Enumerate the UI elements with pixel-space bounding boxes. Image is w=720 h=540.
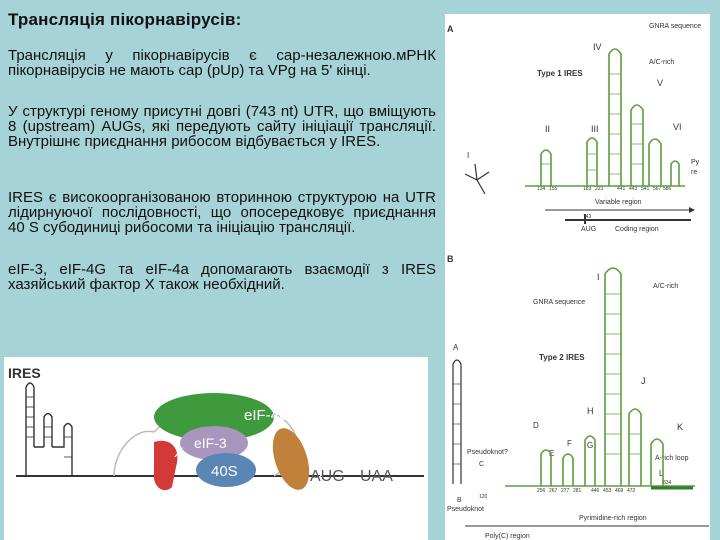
domain-b-j: J — [641, 376, 646, 386]
domain-b-a: A — [453, 343, 459, 352]
domain-b-d: D — [533, 421, 539, 430]
a-rich-loop-label: A-rich loop — [655, 455, 689, 462]
polyc-region-label: Poly(C) region — [485, 533, 530, 540]
num-b-277: 277 — [561, 488, 570, 494]
domain-b-f: F — [567, 439, 572, 448]
eif3-label: eIF-3 — [194, 435, 227, 451]
gnra-label-b: GNRA sequence — [533, 299, 585, 306]
num-b-472: 472 — [627, 488, 636, 494]
domain-b-c: C — [479, 461, 484, 468]
paragraph-initiation-factors: eIF-3, eIF-4G та eIF-4a допомагають взає… — [8, 262, 436, 292]
paragraph-cap-independent: Трансляція у пікорнавірусів є cap-незале… — [8, 48, 436, 78]
variable-region-arrowhead — [689, 207, 695, 213]
domain-b-i: I — [597, 272, 600, 282]
num-b-834: 834 — [663, 480, 672, 486]
eif4a-shape — [266, 424, 316, 495]
codon-aug: AUG — [310, 468, 345, 485]
cloverleaf-i — [465, 164, 489, 194]
type2-label: Type 2 IRES — [539, 353, 585, 362]
domain-a-rungs — [453, 384, 461, 464]
num-a-567: 567 — [653, 186, 662, 192]
num-b-453: 453 — [603, 488, 612, 494]
num-a-541: 541 — [641, 186, 650, 192]
pyrimidine-region-label: Pyrimidine-rich region — [579, 515, 647, 522]
py-label-a: Py — [691, 159, 700, 166]
pseudoknot-q-label: Pseudoknot? — [467, 449, 508, 456]
domain-b-g: G — [587, 441, 593, 450]
factor-x-label: X — [174, 444, 184, 460]
domain-b-b: B — [457, 497, 462, 504]
num-b-256: 256 — [537, 488, 546, 494]
panel-a-letter: A — [447, 24, 454, 34]
codon-uaa: UAA — [360, 468, 393, 485]
ac-rich-label-a: A/C-rich — [649, 59, 674, 66]
ires-types-diagram: A Type 1 IRES IV V VI II III I GNRA sequ… — [445, 14, 710, 540]
num-a-134: 134 — [537, 186, 546, 192]
num-b-446: 446 — [591, 488, 600, 494]
ribosome-40s-label: 40S — [211, 463, 238, 480]
aug-label-a: AUG — [581, 226, 596, 233]
domain-v: V — [657, 78, 663, 88]
domain-iv: IV — [593, 42, 602, 52]
domain-a-stem — [453, 360, 461, 484]
ires-diagram: eIF-4G eIF-3 eIF-4A 40S X AUG UAA — [4, 357, 428, 540]
gnra-label-a: GNRA sequence — [649, 23, 701, 30]
num-b-267: 267 — [549, 488, 558, 494]
coding-region-label: Coding region — [615, 226, 659, 233]
re-label-a: re — [691, 169, 697, 176]
domain-b-k: K — [677, 422, 683, 432]
paragraph-ires-definition: IRES є високоорганізованою вторинною стр… — [8, 190, 436, 235]
num-b-469: 469 — [615, 488, 624, 494]
domain-vi: VI — [673, 122, 682, 132]
type2-ires-rungs — [605, 294, 641, 454]
eif4g-label: eIF-4G — [244, 407, 291, 424]
num-a-223: 223 — [595, 186, 604, 192]
domain-ii: II — [545, 124, 550, 134]
slide-title: Трансляція пікорнавірусів: — [8, 10, 241, 30]
num-a-586: 586 — [663, 186, 672, 192]
ac-rich-label-b: A/C-rich — [653, 283, 678, 290]
num-a-443: 443 — [629, 186, 638, 192]
type1-label: Type 1 IRES — [537, 69, 583, 78]
domain-i: I — [467, 151, 469, 160]
num-b-120: 120 — [479, 494, 488, 500]
num-b-281: 281 — [573, 488, 582, 494]
paragraph-utr-structure: У структурі геному присутні довгі (743 n… — [8, 104, 436, 149]
panel-b-letter: B — [447, 254, 454, 264]
num-a-183: 183 — [583, 186, 592, 192]
pseudoknot-label: Pseudoknot — [447, 506, 484, 513]
num-a-155: 155 — [549, 186, 558, 192]
num-a-441: 441 — [617, 186, 626, 192]
variable-region-label: Variable region — [595, 199, 642, 206]
domain-b-h: H — [587, 406, 594, 416]
domain-iii: III — [591, 124, 599, 134]
